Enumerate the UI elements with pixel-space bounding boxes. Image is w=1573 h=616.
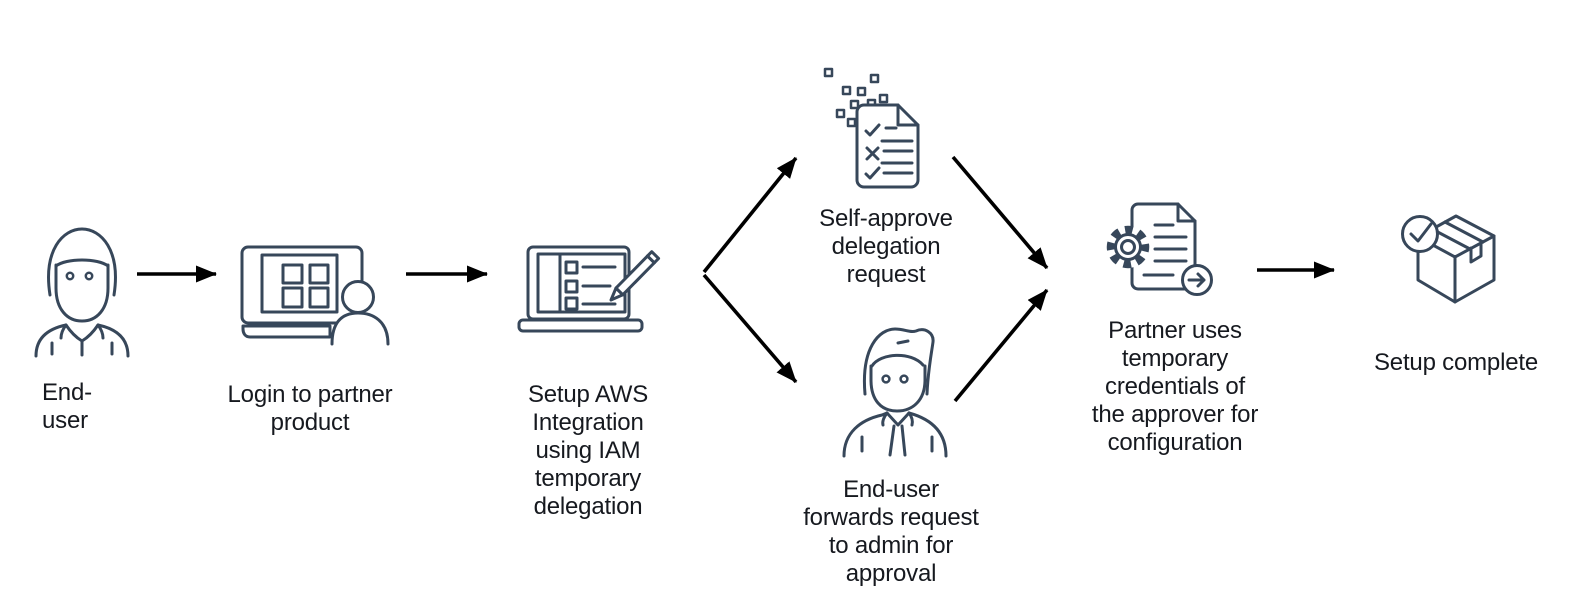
node-label-self-approve: Self-approve delegation request	[819, 205, 953, 288]
package-check-icon	[1401, 214, 1496, 304]
document-gear-arrow-icon	[1106, 202, 1213, 296]
laptop-checklist-pencil-icon	[517, 245, 661, 333]
admin-user-icon	[842, 327, 948, 458]
arrow-setup-to-forward	[702, 273, 798, 384]
node-label-partner-credentials: Partner uses temporary credentials of th…	[1091, 317, 1259, 456]
node-label-forward-to-admin: End-user forwards request to admin for a…	[803, 476, 979, 587]
arrow-setup-to-selfapprove	[702, 156, 798, 274]
node-label-login-partner: Login to partner product	[227, 381, 393, 436]
node-label-end-user: End- user	[42, 379, 92, 434]
node-label-setup-integration: Setup AWS Integration using IAM temporar…	[527, 381, 649, 520]
user-icon	[34, 227, 130, 358]
node-label-setup-complete: Setup complete	[1374, 349, 1538, 376]
laptop-user-icon	[240, 245, 390, 346]
document-checklist-icon	[823, 67, 920, 189]
arrow-selfapprove-to-partner	[951, 155, 1049, 270]
arrow-forward-to-partner	[953, 288, 1049, 403]
